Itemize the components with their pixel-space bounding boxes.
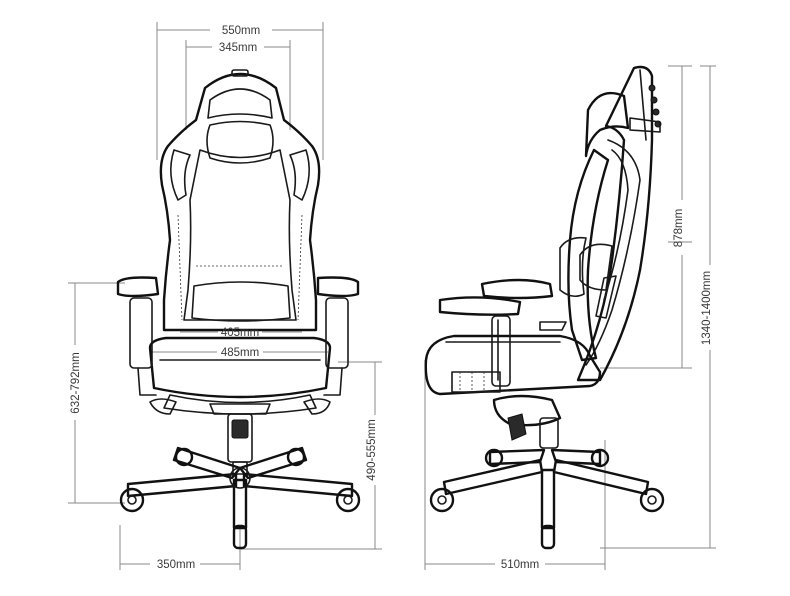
- dimension-lines: [68, 22, 716, 570]
- side-view-chair: [424, 65, 665, 550]
- headrest-width-label: 345mm: [219, 42, 257, 54]
- front-view-chair: [116, 69, 361, 550]
- front-caster-wheels: [119, 447, 361, 550]
- seat-height-label: 490-555mm: [366, 419, 378, 480]
- seat-inner-width-label: 405mm: [221, 327, 259, 339]
- side-caster-wheels: [429, 448, 665, 550]
- dimension-labels: 550mm 345mm 405mm 485mm 632-792mm 490-55…: [70, 25, 713, 571]
- base-half-width-label: 350mm: [157, 559, 195, 571]
- overall-width-label: 550mm: [222, 25, 260, 37]
- seat-depth-label: 510mm: [501, 559, 539, 571]
- seat-outer-width-label: 485mm: [221, 347, 259, 359]
- backrest-height-label: 878mm: [673, 209, 685, 247]
- front-armrest-left: [116, 276, 160, 396]
- front-armrest-right: [316, 276, 360, 396]
- total-height-label: 1340-1400mm: [701, 271, 713, 345]
- armrest-height-label: 632-792mm: [70, 352, 82, 413]
